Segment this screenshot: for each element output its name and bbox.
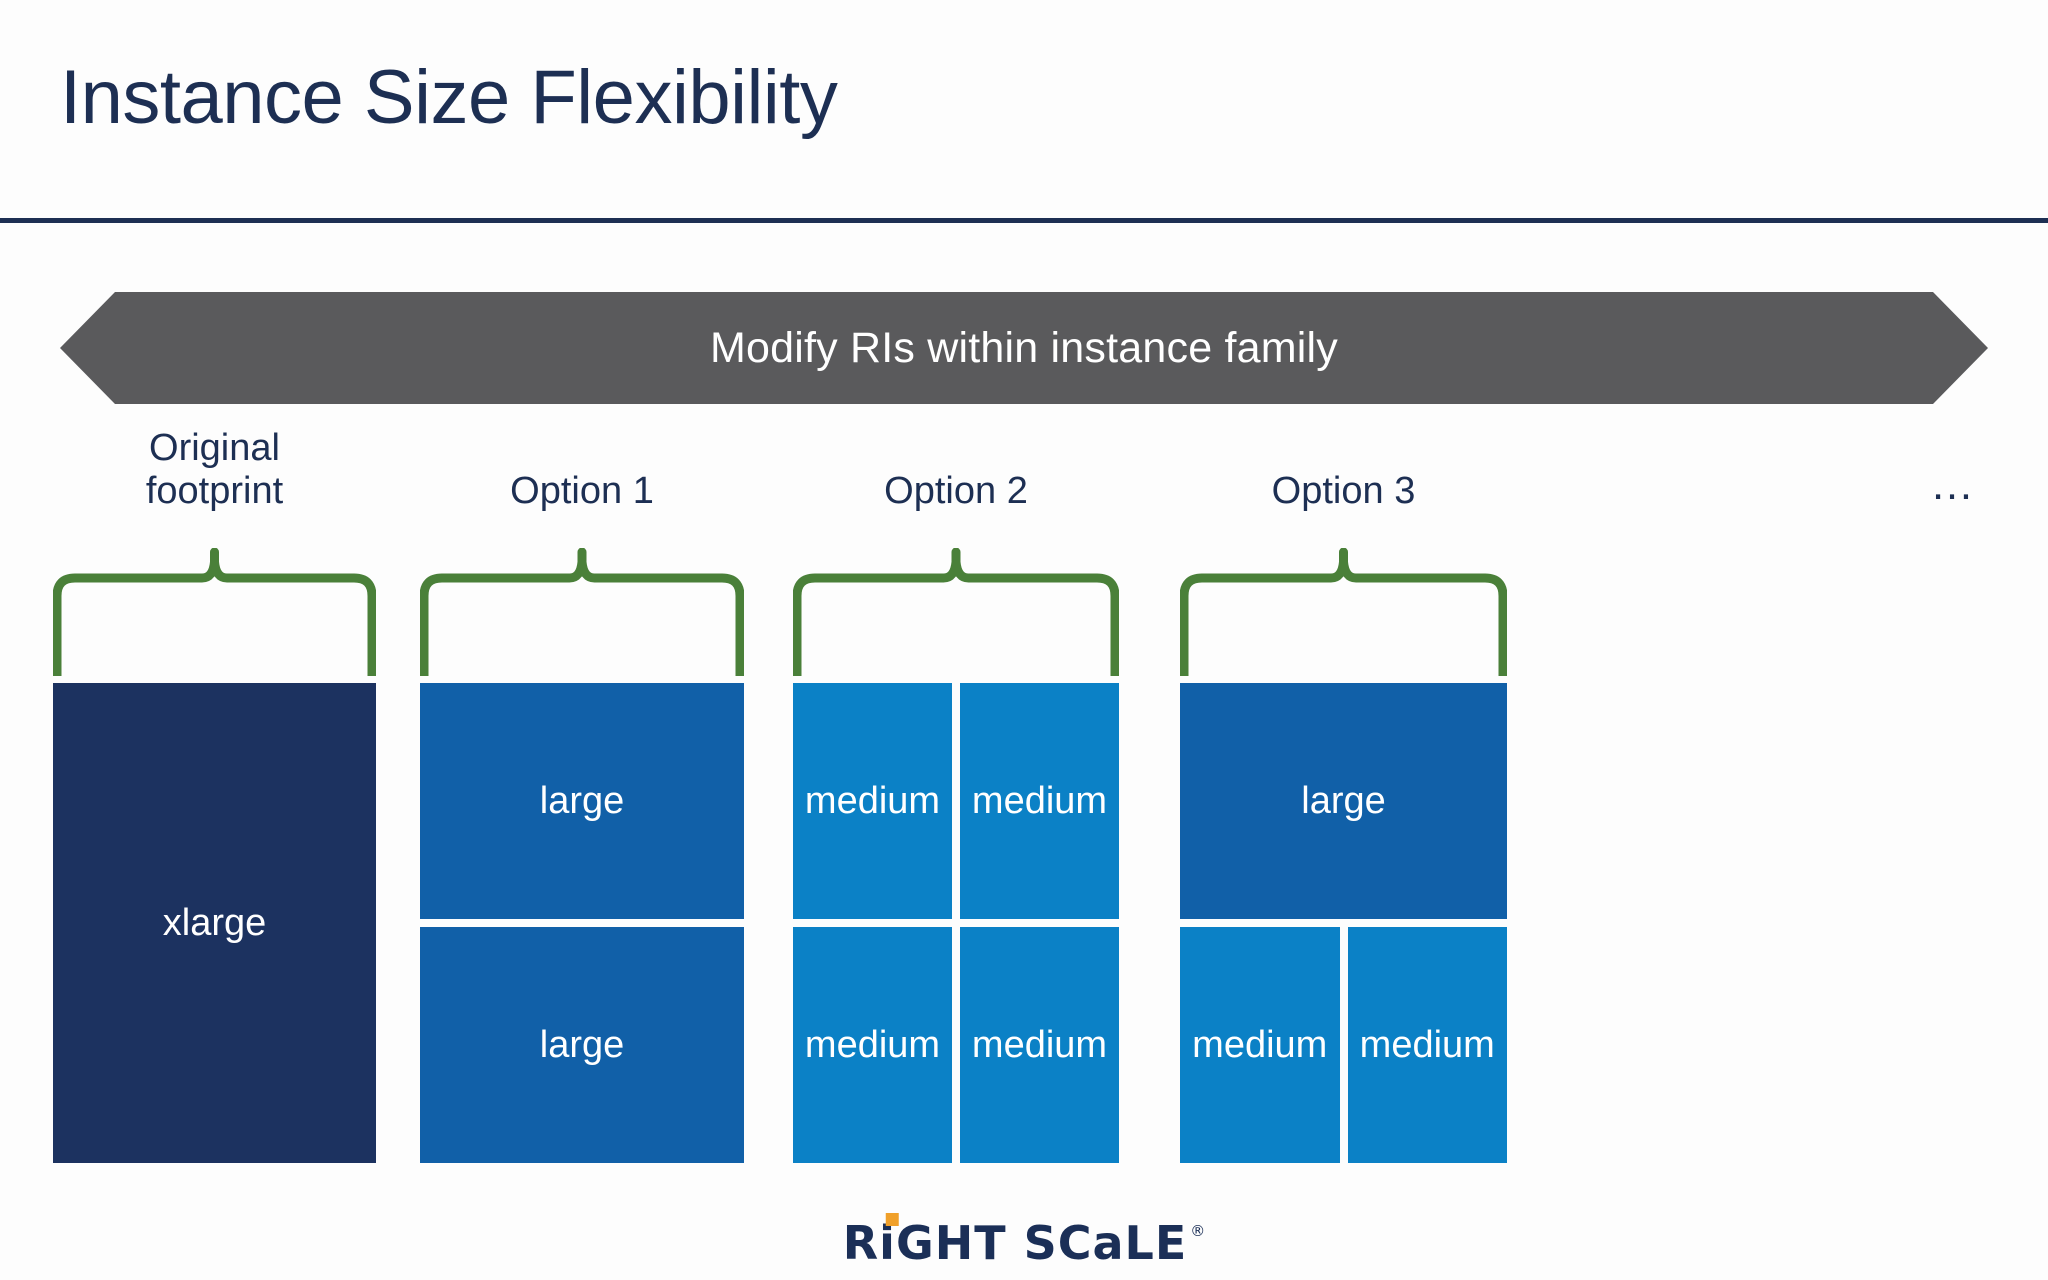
- brace-icon-option-3: [1180, 548, 1507, 676]
- column-label-option-1: Option 1: [510, 470, 654, 512]
- instance-row: large: [420, 683, 744, 919]
- logo-accent-dot-icon: [885, 1213, 899, 1226]
- instance-group-option-3: large medium medium: [1180, 683, 1507, 1163]
- logo-wordmark: RiGHT SCaLE: [843, 1213, 1188, 1266]
- instance-box-large: large: [420, 683, 744, 919]
- instance-box-large: large: [1180, 683, 1507, 919]
- instance-group-original-footprint: xlarge: [53, 683, 376, 1163]
- instance-row: large: [1180, 683, 1507, 919]
- column-label-original-footprint: Original footprint: [145, 427, 284, 512]
- instance-row: medium medium: [793, 683, 1119, 919]
- instance-box-medium: medium: [960, 683, 1119, 919]
- instance-row: xlarge: [53, 683, 376, 1163]
- instance-row: large: [420, 927, 744, 1163]
- instance-box-xlarge: xlarge: [53, 683, 376, 1163]
- arrow-banner-label: Modify RIs within instance family: [710, 323, 1338, 372]
- page-title: Instance Size Flexibility: [60, 55, 838, 140]
- instance-box-medium: medium: [1180, 927, 1340, 1163]
- logo-registered-mark: ®: [1190, 1222, 1206, 1240]
- instance-box-large: large: [420, 927, 744, 1163]
- rightscale-logo: RiGHT SCaLE ®: [843, 1213, 1206, 1266]
- modify-ris-arrow-banner: Modify RIs within instance family: [60, 292, 1988, 404]
- instance-box-medium: medium: [1347, 927, 1507, 1163]
- brace-icon-original-footprint: [53, 548, 376, 676]
- title-divider: [0, 218, 2048, 223]
- more-options-ellipsis: …: [1930, 460, 1976, 509]
- brace-icon-option-1: [420, 548, 744, 676]
- logo-wordmark-text: RiGHT SCaLE: [842, 1216, 1188, 1270]
- brace-icon-option-2: [793, 548, 1119, 676]
- instance-box-medium: medium: [793, 683, 952, 919]
- instance-group-option-2: medium medium medium medium: [793, 683, 1119, 1163]
- column-label-option-3: Option 3: [1271, 470, 1416, 512]
- instance-group-option-1: large large: [420, 683, 744, 1163]
- column-label-option-2: Option 2: [884, 470, 1028, 512]
- instance-box-medium: medium: [793, 927, 952, 1163]
- instance-box-medium: medium: [960, 927, 1119, 1163]
- instance-row: medium medium: [1180, 927, 1507, 1163]
- instance-row: medium medium: [793, 927, 1119, 1163]
